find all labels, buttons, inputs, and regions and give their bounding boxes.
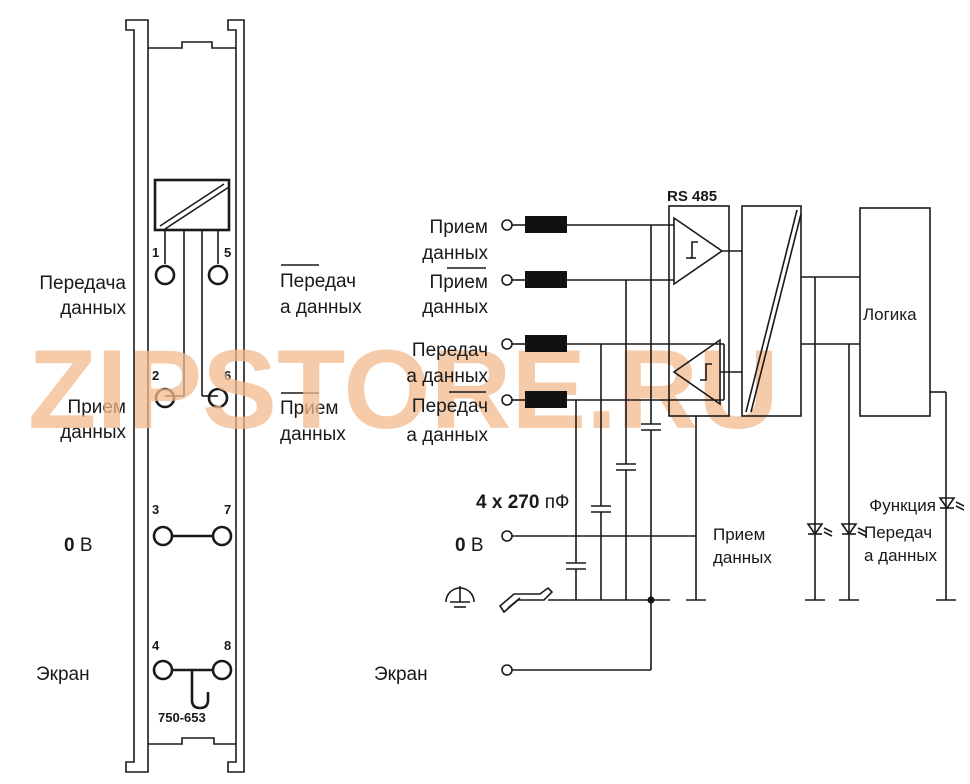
label-rx-n-2: данных xyxy=(422,297,488,318)
logic-label: Логика xyxy=(863,305,917,324)
pin-label: 1 xyxy=(152,245,159,260)
label-transmit-data-n: Передач xyxy=(280,271,356,292)
label-shield-right: Экран xyxy=(374,664,428,685)
earth-ground-icon xyxy=(445,586,475,608)
terminal-3 xyxy=(152,525,174,547)
capacitor-bank xyxy=(566,225,661,670)
led-tx-icon xyxy=(840,523,867,537)
led-label-tx-2: а данных xyxy=(864,546,938,565)
watermark: ZIPSTORE.RU xyxy=(28,327,779,452)
label-transmit-data: Передача xyxy=(39,273,126,294)
choke-tx xyxy=(525,335,567,352)
rs485-label: RS 485 xyxy=(667,188,717,205)
led-func-icon xyxy=(938,497,965,511)
led-rx-icon xyxy=(806,523,833,537)
choke-rx xyxy=(525,216,567,233)
led-label-rx-2: данных xyxy=(713,548,772,567)
label-zero-volt: 0 В xyxy=(64,535,93,556)
choke-tx-n xyxy=(525,391,567,408)
din-rail-icon xyxy=(498,586,554,614)
label-zero-volt-right: 0 В xyxy=(455,535,484,556)
pin-label: 8 xyxy=(224,638,231,653)
pin-label: 5 xyxy=(224,245,231,260)
terminal-8 xyxy=(211,659,233,681)
label-rx-2: данных xyxy=(422,243,488,264)
terminal-1 xyxy=(154,264,176,286)
receiver-amp xyxy=(673,216,724,286)
label-receive-data: Прием xyxy=(68,397,126,418)
terminal-rx xyxy=(501,219,513,231)
label-receive-data-n: Прием xyxy=(280,398,338,419)
label-rx-n: Прием xyxy=(430,272,488,293)
label-receive-data-n-2: данных xyxy=(280,424,346,445)
pin-label: 7 xyxy=(224,502,231,517)
terminal-module: 1 5 2 6 3 7 4 8 750-653 xyxy=(125,19,245,773)
label-capacitors: 4 x 270 пФ xyxy=(476,492,569,513)
ground-junction xyxy=(647,596,655,604)
label-transmit-data-2: данных xyxy=(60,298,126,319)
choke-rx-n xyxy=(525,271,567,288)
terminal-6 xyxy=(207,387,229,409)
terminal-rx-n xyxy=(501,274,513,286)
label-receive-data-2: данных xyxy=(60,422,126,443)
terminal-zero-volt xyxy=(501,530,513,542)
pin-label: 3 xyxy=(152,502,159,517)
terminal-shield xyxy=(501,664,513,676)
label-tx-n-2: а данных xyxy=(406,425,488,446)
label-tx-n: Передач xyxy=(412,396,488,417)
label-shield: Экран xyxy=(36,664,90,685)
isolation-converter xyxy=(153,178,231,232)
pin-label: 6 xyxy=(224,368,231,383)
led-label-func: Функция xyxy=(869,496,936,515)
terminal-2 xyxy=(154,387,176,409)
led-label-tx: Передач xyxy=(864,523,932,542)
terminal-5 xyxy=(207,264,229,286)
part-number: 750-653 xyxy=(158,710,206,725)
label-tx-2: а данных xyxy=(406,366,488,387)
label-tx: Передач xyxy=(412,340,488,361)
isolation-block xyxy=(741,205,802,417)
terminal-4 xyxy=(152,659,174,681)
rs485-block xyxy=(668,205,730,417)
led-label-rx: Прием xyxy=(713,525,765,544)
pin-label: 2 xyxy=(152,368,159,383)
logic-block xyxy=(859,207,931,417)
pin-label: 4 xyxy=(152,638,160,653)
label-rx: Прием xyxy=(430,217,488,238)
label-transmit-data-n-2: а данных xyxy=(280,297,362,318)
terminal-7 xyxy=(211,525,233,547)
